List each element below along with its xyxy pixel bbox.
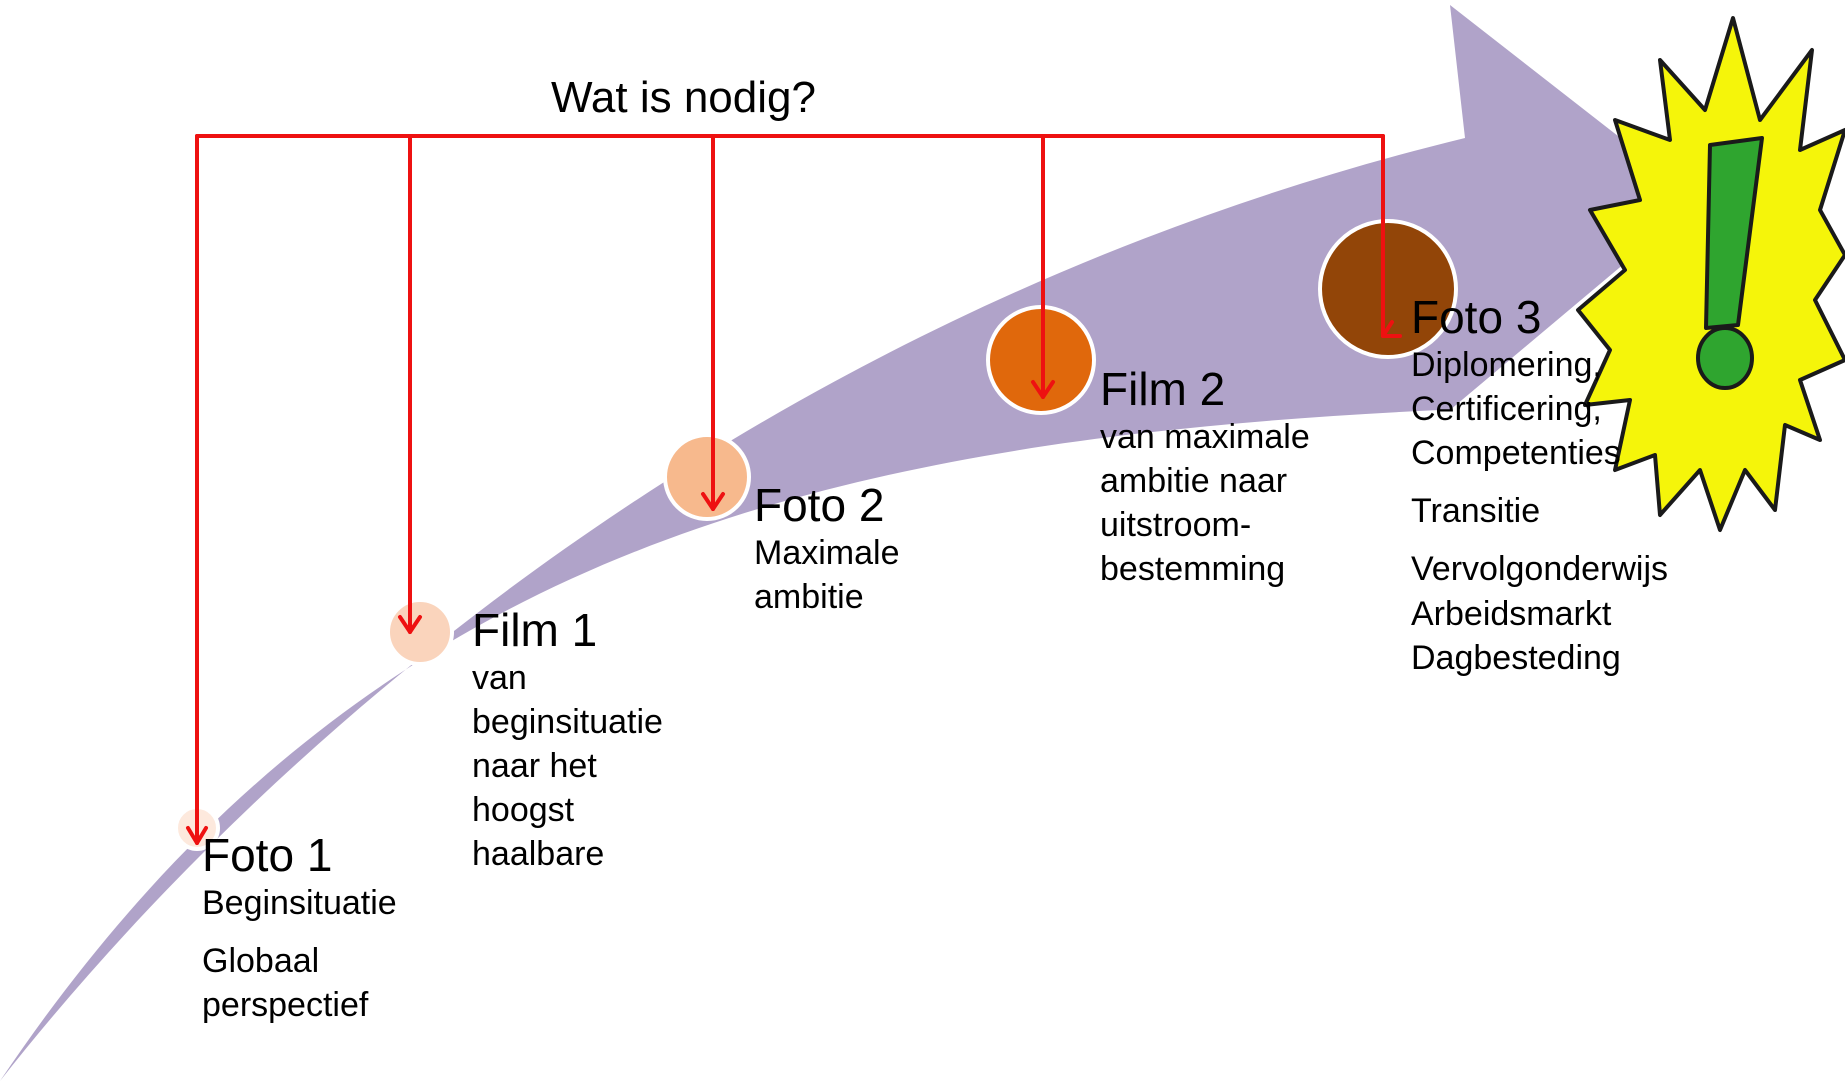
foto3-line: Certificering, [1411, 389, 1602, 428]
foto1-extra-line: perspectief [202, 985, 369, 1024]
foto2-line: Maximale [754, 533, 900, 572]
foto2-line: ambitie [754, 577, 864, 616]
film1-line: van [472, 658, 527, 697]
foto1-title: Foto 1 [202, 829, 333, 881]
exclamation-burst-icon [1576, 16, 1845, 532]
foto3-title: Foto 3 [1411, 291, 1542, 343]
film1-line: beginsituatie [472, 702, 663, 741]
connector-lines [186, 134, 1402, 845]
foto3-destination: Dagbesteding [1411, 638, 1621, 677]
film2-line: bestemming [1100, 550, 1286, 589]
stage-foto1: Foto 1 Beginsituatie Globaal perspectief [202, 830, 397, 1027]
progress-arrow [0, 5, 1700, 1081]
foto3-line: Competenties [1411, 433, 1621, 472]
foto2-dot [663, 433, 751, 521]
film1-title: Film 1 [472, 604, 598, 656]
foto3-dot [1318, 219, 1458, 359]
film2-line: ambitie naar [1100, 461, 1288, 500]
question-label: Wat is nodig? [551, 73, 816, 122]
stage-film1: Film 1 van beginsituatie naar het hoogst… [472, 605, 663, 877]
film1-line: naar het [472, 746, 597, 785]
film1-line: hoogst [472, 791, 575, 830]
foto3-transition: Transitie [1411, 492, 1541, 531]
film1-line: haalbare [472, 835, 605, 874]
foto3-destination: Arbeidsmarkt [1411, 594, 1612, 633]
stage-foto3: Foto 3 Diplomering, Certificering, Compe… [1411, 292, 1668, 680]
film2-line: van maximale [1100, 417, 1310, 456]
foto1-extra-line: Globaal [202, 941, 320, 980]
foto1-line: Beginsituatie [202, 883, 397, 922]
foto3-destination: Vervolgonderwijs [1411, 550, 1669, 589]
foto2-title: Foto 2 [754, 479, 885, 531]
film2-line: uitstroom- [1100, 505, 1252, 544]
stage-foto2: Foto 2 Maximale ambitie [754, 480, 899, 619]
stage-film2: Film 2 van maximale ambitie naar uitstro… [1100, 364, 1310, 591]
film1-dot [386, 598, 454, 666]
foto3-line: Diplomering, [1411, 345, 1602, 384]
film2-title: Film 2 [1100, 363, 1226, 415]
